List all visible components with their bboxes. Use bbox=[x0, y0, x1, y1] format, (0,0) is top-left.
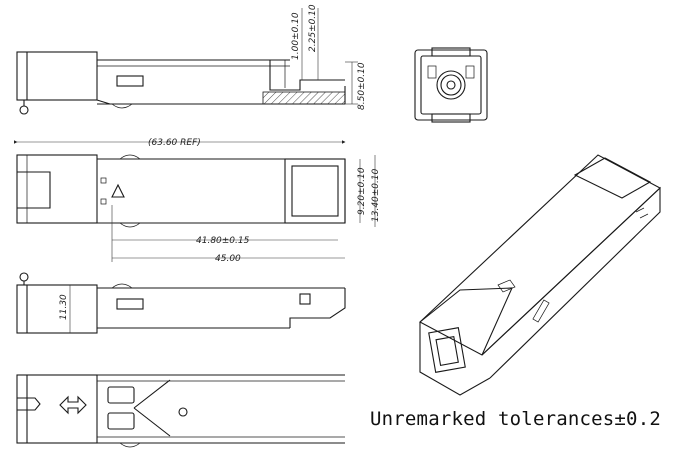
dim-11-30: 11.30 bbox=[59, 294, 69, 320]
plan-view bbox=[14, 140, 376, 262]
side-view-bottom bbox=[16, 272, 346, 334]
side-view-top bbox=[16, 8, 358, 115]
dim-9-20: 9.20±0.10 bbox=[357, 167, 367, 215]
dim-45-00: 45.00 bbox=[215, 254, 241, 264]
dim-13-40: 13.40±0.10 bbox=[371, 168, 381, 222]
double-arrow-icon bbox=[59, 395, 87, 415]
dim-63-60-ref: (63.60 REF) bbox=[148, 138, 201, 148]
tolerance-note: Unremarked tolerances±0.2 bbox=[370, 408, 661, 430]
dim-8-50: 8.50±0.10 bbox=[357, 62, 367, 110]
dim-41-80: 41.80±0.15 bbox=[196, 236, 250, 246]
dim-1-00: 1.00±0.10 bbox=[291, 12, 301, 60]
dim-2-25: 2.25±0.10 bbox=[308, 4, 318, 52]
bottom-view bbox=[16, 374, 345, 448]
isometric-view bbox=[419, 154, 661, 396]
front-view bbox=[414, 47, 488, 123]
